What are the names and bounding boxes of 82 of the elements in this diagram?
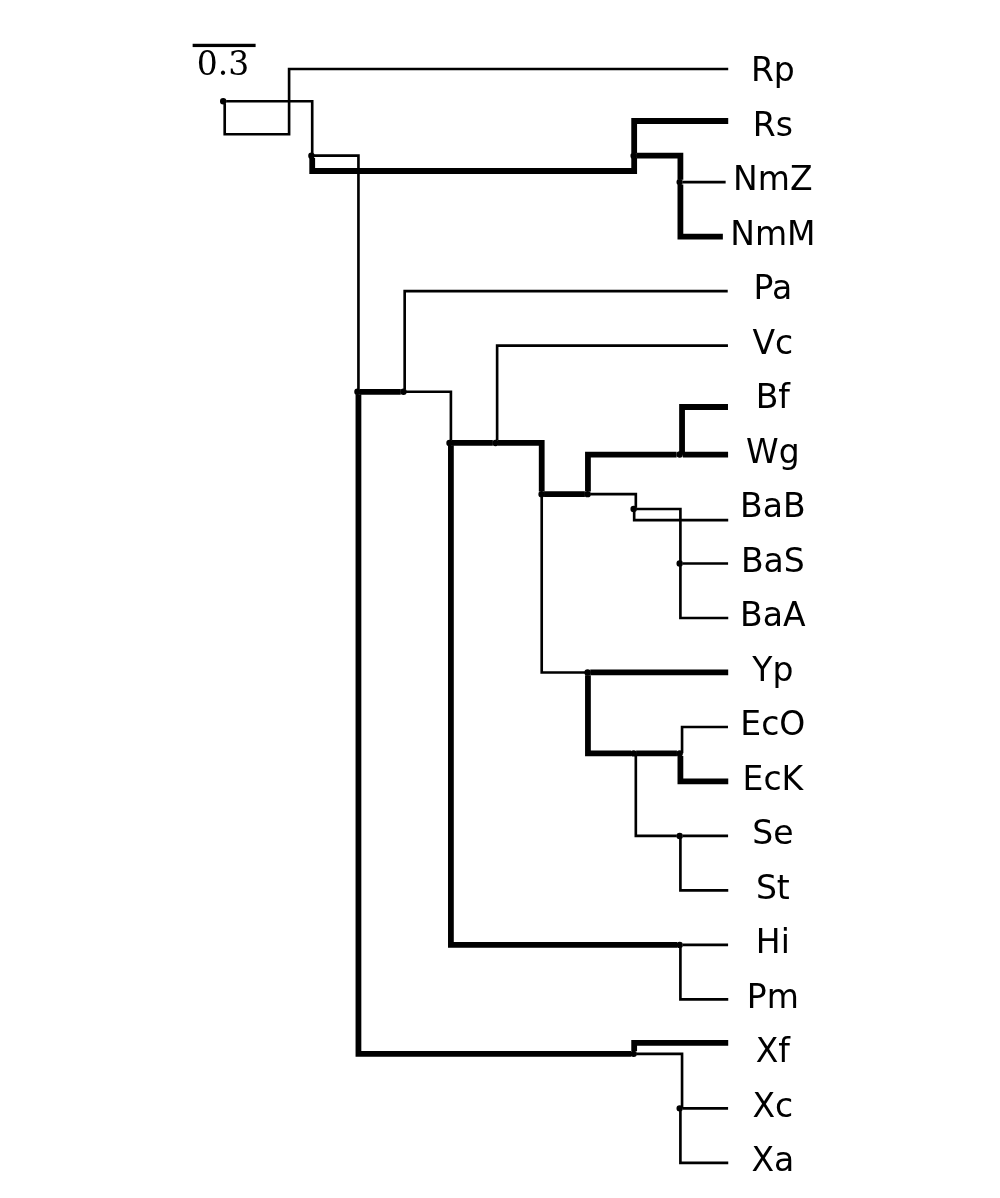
connector <box>682 943 728 947</box>
node-point <box>219 98 226 105</box>
node-point <box>629 505 637 513</box>
connector <box>678 1110 728 1165</box>
connector <box>313 154 360 390</box>
connector <box>589 669 728 676</box>
connector <box>678 404 728 455</box>
connector <box>225 99 314 154</box>
node-point <box>675 1105 683 1112</box>
node-point <box>675 941 683 949</box>
connector <box>635 1052 683 1109</box>
node-point <box>675 832 683 840</box>
node-point <box>491 439 499 447</box>
node-point <box>629 1050 637 1058</box>
connector <box>539 496 585 674</box>
node-text: Rp <box>750 50 795 90</box>
connector <box>447 445 677 948</box>
connector <box>678 838 728 892</box>
connector <box>682 451 728 458</box>
connector <box>682 180 726 184</box>
connector <box>678 947 728 1001</box>
node-text: BaS <box>740 540 805 580</box>
node-point <box>399 388 407 395</box>
connector <box>677 184 723 240</box>
connector <box>405 390 452 441</box>
node-point <box>675 451 683 458</box>
node-text: Pa <box>753 268 792 308</box>
node-point <box>445 439 453 447</box>
connector <box>359 388 401 395</box>
node-text: Xa <box>750 1140 794 1180</box>
node-text: BaA <box>739 595 806 635</box>
node-point <box>353 388 361 395</box>
node-text: Yp <box>751 649 793 689</box>
connector <box>630 1039 728 1052</box>
node-text: Xc <box>751 1085 793 1125</box>
connector <box>680 725 728 754</box>
node-text: NmZ <box>732 159 813 199</box>
connector <box>308 158 637 174</box>
connector <box>682 562 728 565</box>
node-point <box>629 152 637 159</box>
node-text: Rs <box>752 104 793 144</box>
connector <box>402 289 728 390</box>
node-text: Pm <box>746 976 799 1016</box>
node-text: Bf <box>755 377 790 417</box>
node-point <box>583 490 591 498</box>
connector <box>495 344 728 441</box>
connector <box>451 440 493 446</box>
connector <box>634 754 677 838</box>
node-point <box>307 152 315 159</box>
connector <box>222 67 728 136</box>
connector <box>543 491 585 498</box>
connector <box>635 507 682 562</box>
connector <box>677 755 728 785</box>
connector <box>682 1107 728 1110</box>
node-text: BaB <box>739 486 806 526</box>
connector <box>589 492 637 508</box>
node-point <box>583 669 591 676</box>
node-text: Vc <box>751 322 793 362</box>
node-text: Xf <box>755 1031 790 1071</box>
label: 0.3 <box>196 43 249 83</box>
node-point <box>675 750 683 757</box>
node-text: EcK <box>742 758 803 798</box>
connector <box>630 118 728 153</box>
node-text: NmM <box>729 213 816 253</box>
node-text: Hi <box>755 922 790 962</box>
node-text: EcO <box>739 704 805 744</box>
node-text: St <box>755 867 790 907</box>
node-point <box>537 490 545 498</box>
node-text: Se <box>751 813 793 853</box>
connector <box>682 834 728 838</box>
node-text: Wg <box>745 431 800 471</box>
connector <box>355 394 631 1057</box>
node-point <box>629 750 637 757</box>
connector <box>678 565 728 620</box>
node-point <box>675 560 683 567</box>
connector <box>497 440 545 492</box>
connector <box>584 451 677 492</box>
connector <box>632 511 728 522</box>
node-point <box>675 178 683 186</box>
connector <box>584 675 631 757</box>
connector <box>635 152 683 180</box>
connector <box>635 750 677 757</box>
